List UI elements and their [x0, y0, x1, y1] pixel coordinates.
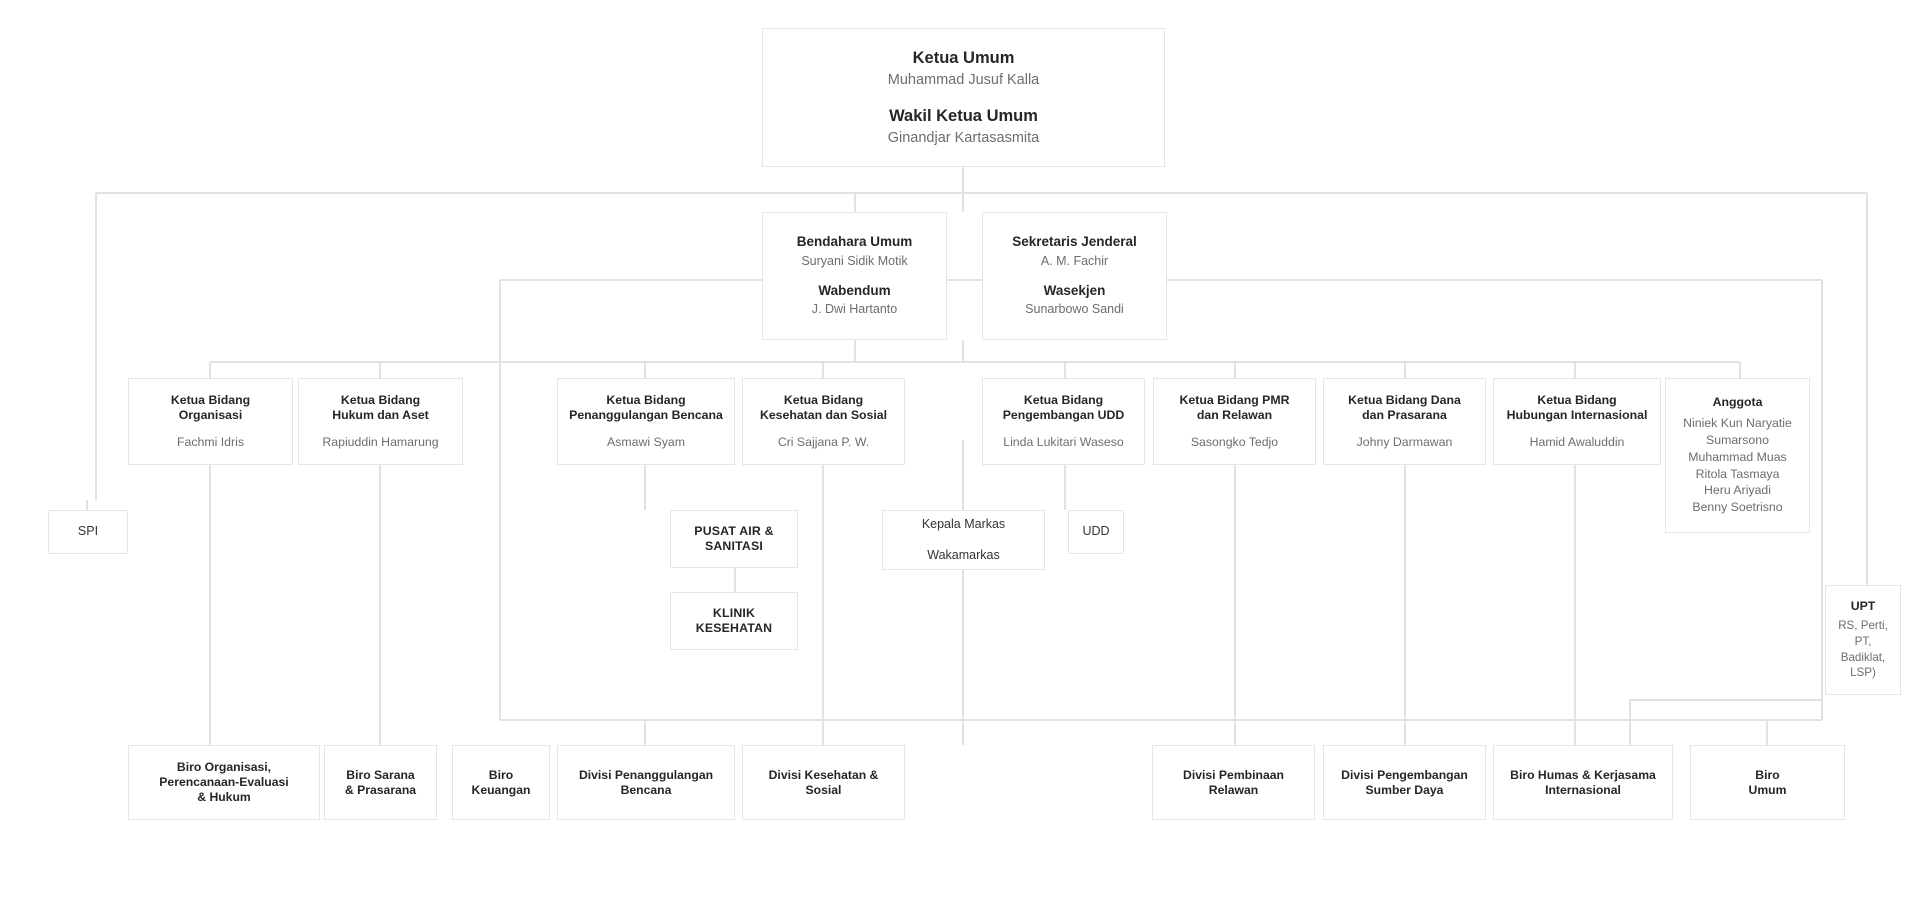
node-udd[interactable]: UDD [1068, 510, 1124, 554]
node-pusat-air-sanitasi[interactable]: PUSAT AIR & SANITASI [670, 510, 798, 568]
node-title: Kepala Markas [921, 517, 1006, 532]
node-title: Anggota [1712, 394, 1763, 409]
node-person: Linda Lukitari Waseso [1003, 434, 1124, 449]
node-title: Ketua Bidang Organisasi [170, 392, 251, 422]
node-ketua-bidang-dana-prasarana[interactable]: Ketua Bidang Dana dan Prasarana Johny Da… [1323, 378, 1486, 465]
node-title: Biro Sarana & Prasarana [344, 767, 417, 797]
node-title: Biro Umum [1748, 767, 1787, 797]
node-title: Bendahara Umum [796, 234, 913, 250]
node-title: PUSAT AIR & SANITASI [694, 524, 774, 553]
node-title-secondary: Wakil Ketua Umum [889, 106, 1038, 125]
node-ketua-bidang-pengembangan-udd[interactable]: Ketua Bidang Pengembangan UDD Linda Luki… [982, 378, 1145, 465]
node-person: Suryani Sidik Motik [801, 253, 908, 268]
node-person: Rapiuddin Hamarung [322, 434, 439, 449]
node-person-list: RS, Perti, PT, Badiklat, LSP) [1838, 618, 1888, 680]
node-person-secondary: Ginandjar Kartasasmita [887, 129, 1040, 146]
node-ketua-bidang-pmr-relawan[interactable]: Ketua Bidang PMR dan Relawan Sasongko Te… [1153, 378, 1316, 465]
node-biro-umum[interactable]: Biro Umum [1690, 745, 1845, 820]
node-person-list: Niniek Kun Naryatie Sumarsono Muhammad M… [1683, 415, 1792, 515]
node-title: Biro Keuangan [471, 767, 531, 797]
node-person-secondary: J. Dwi Hartanto [811, 302, 898, 317]
node-ketua-bidang-organisasi[interactable]: Ketua Bidang Organisasi Fachmi Idris [128, 378, 293, 465]
node-title: Ketua Bidang Hukum dan Aset [332, 392, 429, 422]
node-divisi-kesehatan-sosial[interactable]: Divisi Kesehatan & Sosial [742, 745, 905, 820]
node-divisi-penanggulangan-bencana[interactable]: Divisi Penanggulangan Bencana [557, 745, 735, 820]
node-title: Ketua Bidang Dana dan Prasarana [1348, 392, 1461, 422]
node-title: Ketua Umum [912, 48, 1015, 67]
node-person: Fachmi Idris [177, 434, 244, 449]
node-person: Muhammad Jusuf Kalla [887, 71, 1040, 88]
node-person: Johny Darmawan [1356, 434, 1453, 449]
node-title: Ketua Bidang Hubungan Internasional [1506, 392, 1648, 422]
node-klinik-kesehatan[interactable]: KLINIK KESEHATAN [670, 592, 798, 650]
node-biro-humas-kerjasama-internasional[interactable]: Biro Humas & Kerjasama Internasional [1493, 745, 1673, 820]
node-sekretaris-jenderal[interactable]: Sekretaris Jenderal A. M. Fachir Wasekje… [982, 212, 1167, 340]
node-title-secondary: Wasekjen [1043, 283, 1106, 298]
node-anggota[interactable]: Anggota Niniek Kun Naryatie Sumarsono Mu… [1665, 378, 1810, 533]
node-ketua-umum[interactable]: Ketua Umum Muhammad Jusuf Kalla Wakil Ke… [762, 28, 1165, 167]
node-ketua-bidang-hubungan-internasional[interactable]: Ketua Bidang Hubungan Internasional Hami… [1493, 378, 1661, 465]
node-title: Ketua Bidang Pengembangan UDD [1002, 392, 1125, 422]
node-ketua-bidang-hukum-aset[interactable]: Ketua Bidang Hukum dan Aset Rapiuddin Ha… [298, 378, 463, 465]
node-divisi-pembinaan-relawan[interactable]: Divisi Pembinaan Relawan [1152, 745, 1315, 820]
node-person-secondary: Sunarbowo Sandi [1025, 302, 1124, 317]
node-title: Ketua Bidang Kesehatan dan Sosial [759, 392, 888, 422]
node-person: Sasongko Tedjo [1190, 434, 1279, 449]
node-title: Ketua Bidang PMR dan Relawan [1179, 392, 1290, 422]
node-person: Wakamarkas [927, 547, 1000, 562]
node-ketua-bidang-penanggulangan-bencana[interactable]: Ketua Bidang Penanggulangan Bencana Asma… [557, 378, 735, 465]
node-title: KLINIK KESEHATAN [695, 606, 773, 635]
node-person: Hamid Awaluddin [1529, 434, 1625, 449]
node-title: Divisi Penanggulangan Bencana [578, 767, 714, 797]
node-title: Sekretaris Jenderal [1012, 234, 1137, 250]
node-title: UDD [1082, 524, 1110, 539]
node-title: Divisi Pembinaan Relawan [1183, 767, 1284, 797]
node-ketua-bidang-kesehatan-sosial[interactable]: Ketua Bidang Kesehatan dan Sosial Cri Sa… [742, 378, 905, 465]
node-person: Asmawi Syam [607, 434, 685, 449]
node-spi[interactable]: SPI [48, 510, 128, 554]
node-upt[interactable]: UPT RS, Perti, PT, Badiklat, LSP) [1825, 585, 1901, 695]
node-bendahara-umum[interactable]: Bendahara Umum Suryani Sidik Motik Waben… [762, 212, 947, 340]
node-biro-keuangan[interactable]: Biro Keuangan [452, 745, 550, 820]
node-title: UPT [1850, 598, 1876, 613]
node-person: Cri Sajjana P. W. [777, 434, 870, 449]
node-title: Divisi Pengembangan Sumber Daya [1341, 767, 1468, 797]
node-biro-organisasi[interactable]: Biro Organisasi, Perencanaan-Evaluasi & … [128, 745, 320, 820]
node-person: A. M. Fachir [1040, 253, 1109, 268]
node-title: Biro Organisasi, Perencanaan-Evaluasi & … [159, 760, 289, 804]
node-title: SPI [77, 524, 99, 539]
node-biro-sarana-prasarana[interactable]: Biro Sarana & Prasarana [324, 745, 437, 820]
node-title: Divisi Kesehatan & Sosial [768, 767, 879, 797]
node-kepala-markas[interactable]: Kepala Markas Wakamarkas [882, 510, 1045, 570]
node-title: Biro Humas & Kerjasama Internasional [1510, 767, 1656, 797]
node-divisi-pengembangan-sumber-daya[interactable]: Divisi Pengembangan Sumber Daya [1323, 745, 1486, 820]
node-title: Ketua Bidang Penanggulangan Bencana [569, 392, 723, 422]
node-title-secondary: Wabendum [818, 283, 891, 298]
